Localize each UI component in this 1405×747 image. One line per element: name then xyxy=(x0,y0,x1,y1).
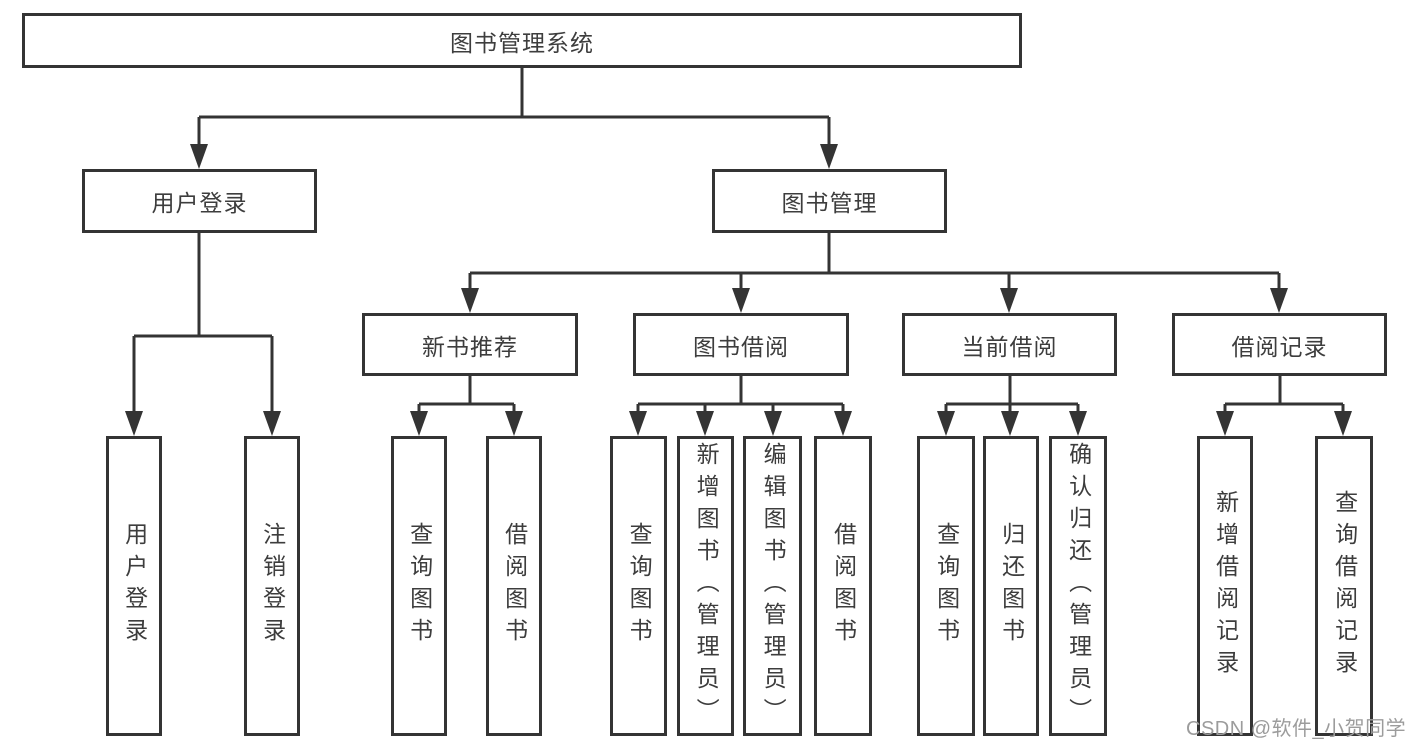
arrow-icon xyxy=(461,288,479,313)
arrow-icon xyxy=(1334,411,1352,436)
arrow-icon xyxy=(732,288,750,313)
node-book-borrow: 图书借阅 xyxy=(633,313,849,376)
arrow-icon xyxy=(1001,411,1019,436)
arrow-icon xyxy=(410,411,428,436)
arrow-icon xyxy=(263,411,281,436)
node-root-label: 图书管理系统 xyxy=(450,29,594,56)
leaf-confirm-return-admin-label: 确认归还（管理员） xyxy=(1065,442,1092,730)
leaf-query-books-current-label: 查询图书 xyxy=(933,522,960,650)
leaf-query-books-borrow-label: 查询图书 xyxy=(626,522,653,650)
leaf-add-borrow-record: 新增借阅记录 xyxy=(1197,436,1253,736)
leaf-query-borrow-record: 查询借阅记录 xyxy=(1315,436,1373,736)
edge-records-subtree xyxy=(1223,376,1345,414)
csdn-watermark: CSDN @软件_小贺同学 xyxy=(1186,718,1405,740)
edge-borrow-subtree xyxy=(636,376,845,414)
arrow-icon xyxy=(629,411,647,436)
edge-user-login-subtree xyxy=(132,233,274,414)
node-root: 图书管理系统 xyxy=(22,13,1022,68)
node-new-book-recommend: 新书推荐 xyxy=(362,313,578,376)
leaf-borrow-books-recommend: 借阅图书 xyxy=(486,436,542,736)
leaf-return-books: 归还图书 xyxy=(983,436,1039,736)
arrow-icon xyxy=(696,411,714,436)
leaf-user-login-label: 用户登录 xyxy=(121,522,148,650)
arrow-icon xyxy=(937,411,955,436)
leaf-borrow-books-label: 借阅图书 xyxy=(830,522,857,650)
node-new-book-recommend-label: 新书推荐 xyxy=(422,333,518,360)
leaf-user-login: 用户登录 xyxy=(106,436,162,736)
arrow-icon xyxy=(820,144,838,169)
arrow-icon xyxy=(834,411,852,436)
node-book-management: 图书管理 xyxy=(712,169,947,233)
leaf-logout-login: 注销登录 xyxy=(244,436,300,736)
leaf-query-borrow-record-label: 查询借阅记录 xyxy=(1331,490,1358,682)
leaf-confirm-return-admin: 确认归还（管理员） xyxy=(1049,436,1107,736)
arrowheads xyxy=(125,144,1352,436)
node-current-borrow: 当前借阅 xyxy=(902,313,1117,376)
leaf-return-books-label: 归还图书 xyxy=(998,522,1025,650)
edge-recommend-subtree xyxy=(417,376,516,414)
node-current-borrow-label: 当前借阅 xyxy=(961,333,1058,360)
node-borrow-records: 借阅记录 xyxy=(1172,313,1387,376)
arrow-icon xyxy=(1270,288,1288,313)
leaf-add-borrow-record-label: 新增借阅记录 xyxy=(1212,490,1239,682)
leaf-borrow-books: 借阅图书 xyxy=(814,436,872,736)
arrow-icon xyxy=(125,411,143,436)
leaf-query-books-recommend-label: 查询图书 xyxy=(406,522,433,650)
leaf-add-books-admin: 新增图书（管理员） xyxy=(677,436,734,736)
arrow-icon xyxy=(505,411,523,436)
leaf-query-books-recommend: 查询图书 xyxy=(391,436,447,736)
leaf-edit-books-admin-label: 编辑图书（管理员） xyxy=(760,442,787,730)
arrow-icon xyxy=(1000,288,1018,313)
edge-book-mgmt-subtree xyxy=(468,233,1281,291)
edge-current-subtree xyxy=(944,376,1080,414)
node-user-login: 用户登录 xyxy=(82,169,317,233)
leaf-add-books-admin-label: 新增图书（管理员） xyxy=(693,442,720,730)
arrow-icon xyxy=(764,411,782,436)
leaf-borrow-books-recommend-label: 借阅图书 xyxy=(501,522,528,650)
arrow-icon xyxy=(190,144,208,169)
leaf-logout-login-label: 注销登录 xyxy=(259,522,286,650)
edge-root-stem xyxy=(197,68,831,147)
leaf-edit-books-admin: 编辑图书（管理员） xyxy=(743,436,802,736)
node-book-borrow-label: 图书借阅 xyxy=(693,333,789,360)
leaf-query-books-borrow: 查询图书 xyxy=(610,436,667,736)
node-borrow-records-label: 借阅记录 xyxy=(1231,333,1328,360)
leaf-query-books-current: 查询图书 xyxy=(917,436,975,736)
arrow-icon xyxy=(1216,411,1234,436)
arrow-icon xyxy=(1069,411,1087,436)
node-user-login-label: 用户登录 xyxy=(151,190,248,216)
node-book-management-label: 图书管理 xyxy=(781,190,878,216)
